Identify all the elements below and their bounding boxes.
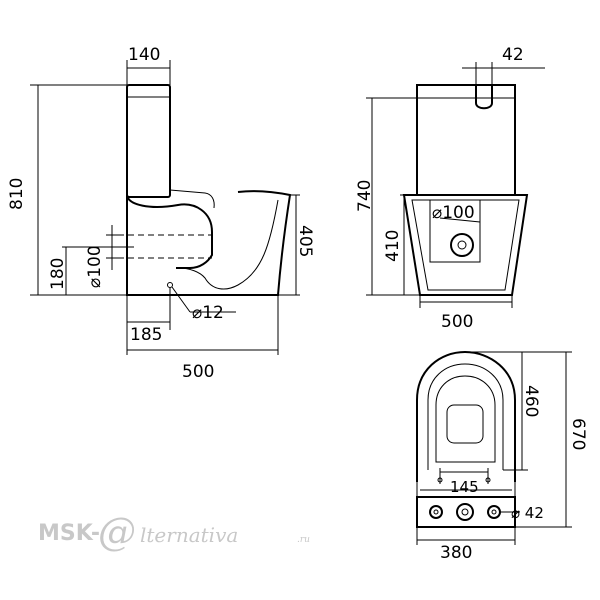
top-hole-right (487, 505, 501, 519)
front-outlet-ring (450, 233, 474, 257)
dim-front-outlet-height: 410 (383, 230, 403, 262)
dim-side-bowl-height: 405 (295, 225, 315, 257)
front-tank (416, 84, 516, 196)
side-view: 140 810 180 ⌀100 405 ⌀12 185 500 (7, 45, 315, 382)
dim-front-button-width: 42 (502, 45, 524, 65)
top-view: 460 670 145 ⌀ 42 380 (416, 350, 588, 563)
dim-front-outlet-diameter: ⌀100 (432, 203, 475, 223)
dim-side-depth: 500 (182, 362, 214, 382)
top-hole-left (429, 505, 443, 519)
dim-top-total-length: 670 (568, 418, 588, 450)
front-view: 42 740 ⌀100 410 500 (355, 45, 545, 332)
dim-top-hole-spacing: 145 (450, 478, 479, 496)
dim-side-tank-width: 140 (128, 45, 160, 65)
side-bowl-outline (126, 190, 292, 296)
watermark: MSK- @ lternativa .ru (38, 510, 310, 554)
side-tank (126, 84, 171, 198)
dim-top-hole-diameter: ⌀ 42 (511, 504, 544, 522)
dim-side-fixing-hole: ⌀12 (192, 303, 224, 323)
dim-side-outlet-diameter: ⌀100 (85, 245, 105, 288)
watermark-suffix: lternativa (140, 523, 238, 547)
watermark-prefix: MSK- (38, 521, 100, 546)
dim-front-total-height: 740 (355, 180, 375, 212)
top-hole-center (456, 503, 474, 521)
top-drain (446, 404, 484, 444)
dim-side-total-height: 810 (7, 178, 27, 210)
watermark-tld: .ru (297, 535, 310, 545)
dim-side-pipe-offset: 185 (130, 325, 162, 345)
dim-top-width: 380 (440, 543, 472, 563)
dim-side-outlet-height: 180 (48, 258, 68, 290)
watermark-at-logo: @ (98, 510, 136, 554)
dim-top-bowl-length: 460 (521, 385, 541, 417)
dim-front-base-width: 500 (441, 312, 473, 332)
